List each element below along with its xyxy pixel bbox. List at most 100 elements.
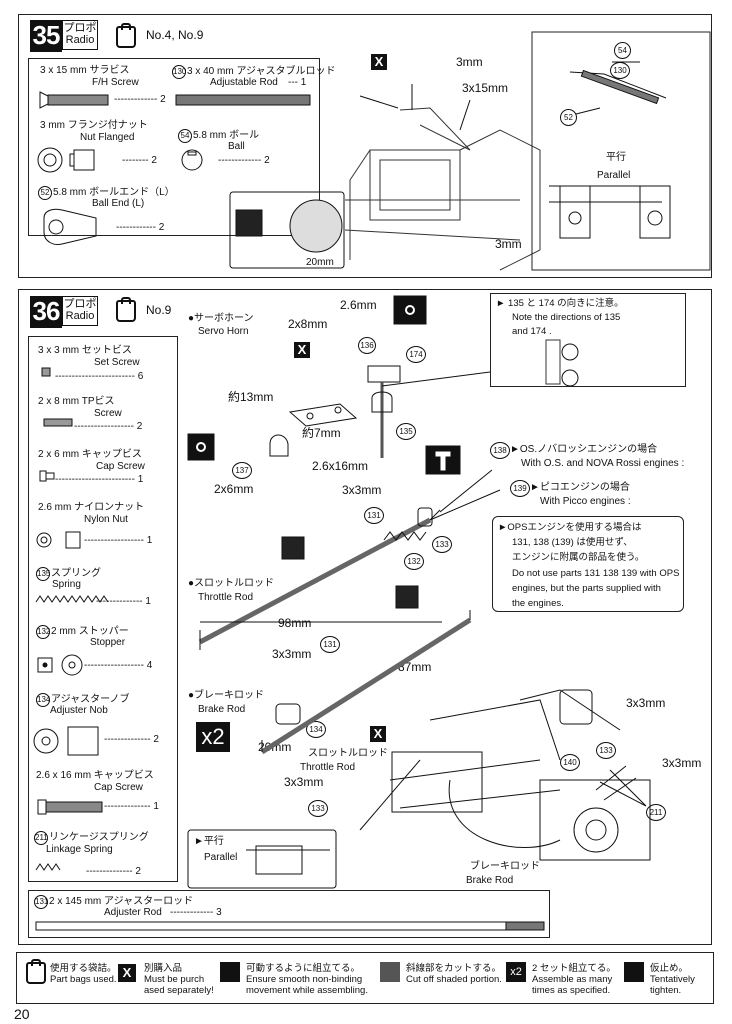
- ref-135: 135: [396, 423, 417, 440]
- part-set-screw-qty: ------------------------ 6: [55, 371, 144, 382]
- callout-3mm-a: 3mm: [456, 55, 483, 69]
- servo-horn-en: Servo Horn: [198, 326, 249, 337]
- purchase-separately-icon: X: [371, 54, 387, 70]
- adjuster-rod-en: Adjuster Rod: [104, 907, 162, 918]
- step-35-parts-list: [28, 58, 320, 236]
- ref-174: 174: [406, 346, 427, 363]
- ref-54: 54: [614, 42, 632, 59]
- throttle-rod-en: Throttle Rod: [198, 592, 254, 603]
- brake-rod2-en: Brake Rod: [466, 875, 514, 886]
- parallel2-jp: ►平行: [194, 836, 224, 847]
- ball-drawing: [181, 149, 203, 171]
- dim-approx-7mm: 約7mm: [302, 426, 341, 440]
- part-adjuster-nob-en: Adjuster Nob: [50, 705, 108, 716]
- servo-horn-jp: ●サーボホーン: [188, 313, 254, 324]
- part-rod-en: Adjustable Rod: [210, 77, 278, 88]
- ref-139: 139: [510, 480, 531, 497]
- screw-drawing: [39, 91, 109, 109]
- part-cap-screw-en: Cap Screw: [96, 461, 145, 472]
- ops-note-box: [492, 516, 684, 612]
- part-nut-jp: 3 mm フランジ付ナット: [40, 120, 148, 131]
- part-screw-qty: ------------- 2: [114, 94, 166, 105]
- dim-2x8mm: 2x8mm: [288, 317, 328, 331]
- adjuster-rod-jp: 1312 x 145 mm アジャスターロッド: [34, 895, 194, 909]
- direction-note-line2: Note the directions of 135: [512, 312, 621, 323]
- part-adjuster-nob-qty: -------------- 2: [104, 734, 159, 745]
- step-36-number: 36: [30, 296, 62, 328]
- ref-136: 136: [358, 337, 377, 354]
- dim-approx-13mm: 約13mm: [228, 390, 274, 404]
- ops-note-line2: 131, 138 (139) は使用せず、: [512, 537, 633, 548]
- assemble-x2-icon: x2: [196, 722, 230, 752]
- brake-rod2-jp: ブレーキロッド: [470, 861, 540, 872]
- page-number: 20: [14, 1006, 30, 1022]
- ref-133-a: 133: [432, 536, 453, 553]
- ref-52: 52: [560, 109, 578, 126]
- dim-98mm: 98mm: [278, 616, 312, 630]
- ops-note-line6: the engines.: [512, 598, 564, 609]
- purchase-separately-icon: X: [370, 726, 386, 742]
- servo-assembly-sketch: [344, 107, 541, 271]
- part-screw-en: F/H Screw: [92, 77, 139, 88]
- step-35-number: 35: [30, 20, 62, 52]
- dim-3x3mm-e: 3x3mm: [662, 756, 702, 770]
- step-35-bag: No.4, No.9: [146, 28, 204, 42]
- brake-rod-en: Brake Rod: [198, 704, 246, 715]
- callout-3mm-b: 3mm: [495, 237, 522, 251]
- ref-131-b: 131: [320, 636, 341, 653]
- part-spring-jp: 135スプリング: [36, 567, 101, 581]
- purchase-separately-icon: X: [294, 342, 310, 358]
- dim-2-6x16mm: 2.6x16mm: [312, 459, 369, 473]
- bag-icon: [116, 23, 136, 48]
- dim-3x3mm-c: 3x3mm: [284, 775, 324, 789]
- picco-engines-jp: ►ピコエンジンの場合: [530, 482, 630, 493]
- part-set-screw-jp: 3 x 3 mm セットビス: [38, 345, 132, 356]
- part-cap-screw2-qty: -------------- 1: [104, 801, 159, 812]
- dim-3x3mm-d: 3x3mm: [626, 696, 666, 710]
- part-cap-screw2-jp: 2.6 x 16 mm キャップビス: [36, 770, 154, 781]
- parallel-jp: 平行: [606, 152, 626, 163]
- direction-note-box: [490, 293, 686, 387]
- part-nut-qty: -------- 2: [122, 155, 157, 166]
- part-ball-en: Ball: [228, 141, 245, 152]
- part-rod-qty: --- 1: [288, 77, 307, 88]
- brake-rod-jp: ●ブレーキロッド: [188, 690, 265, 701]
- tentative-tighten-icon: [624, 962, 644, 982]
- dim-3x3mm-b: 3x3mm: [272, 647, 312, 661]
- flanged-nut-drawing: [37, 147, 95, 173]
- ref-133-b: 133: [308, 800, 329, 817]
- part-nylon-nut-en: Nylon Nut: [84, 514, 128, 525]
- part-spring-qty: -------------- 1: [96, 596, 151, 607]
- step-36-bag: No.9: [146, 303, 172, 317]
- step-35-category: プロポ Radio: [62, 20, 98, 50]
- ref-140: 140: [560, 754, 581, 771]
- bag-icon: [26, 959, 46, 984]
- direction-note-line3: and 174 .: [512, 326, 552, 337]
- part-cap-screw-jp: 2 x 6 mm キャップビス: [38, 449, 142, 460]
- throttle-rod-jp: ●スロットルロッド: [188, 578, 275, 589]
- purchase-separately-icon: X: [118, 964, 136, 982]
- os-engines-en: With O.S. and NOVA Rossi engines :: [521, 458, 685, 469]
- part-spring-en: Spring: [52, 579, 81, 590]
- part-nylon-nut-jp: 2.6 mm ナイロンナット: [38, 502, 145, 513]
- legend-cut: 斜線部をカットする。Cut off shaded portion.: [406, 963, 502, 985]
- step-36-parts-list: [28, 336, 178, 882]
- cut-shaded-icon: [380, 962, 400, 982]
- bag-icon: [116, 297, 136, 322]
- ops-note-line5: engines, but the parts supplied with: [512, 583, 661, 594]
- movement-icon: [220, 962, 240, 982]
- part-set-screw-en: Set Screw: [94, 357, 140, 368]
- ops-note-line3: エンジンに附属の部品を使う。: [512, 552, 645, 563]
- part-stopper-en: Stopper: [90, 637, 126, 648]
- part-screw-jp: 3 x 15 mm サラビス: [40, 65, 130, 76]
- direction-note-line1: ► 135 と 174 の向きに注意。: [496, 298, 624, 309]
- ref-138: 138: [490, 442, 511, 459]
- part-tp-screw-qty: ------------------ 2: [74, 421, 143, 432]
- callout-20mm: 20mm: [306, 257, 334, 268]
- part-nut-en: Nut Flanged: [80, 132, 135, 143]
